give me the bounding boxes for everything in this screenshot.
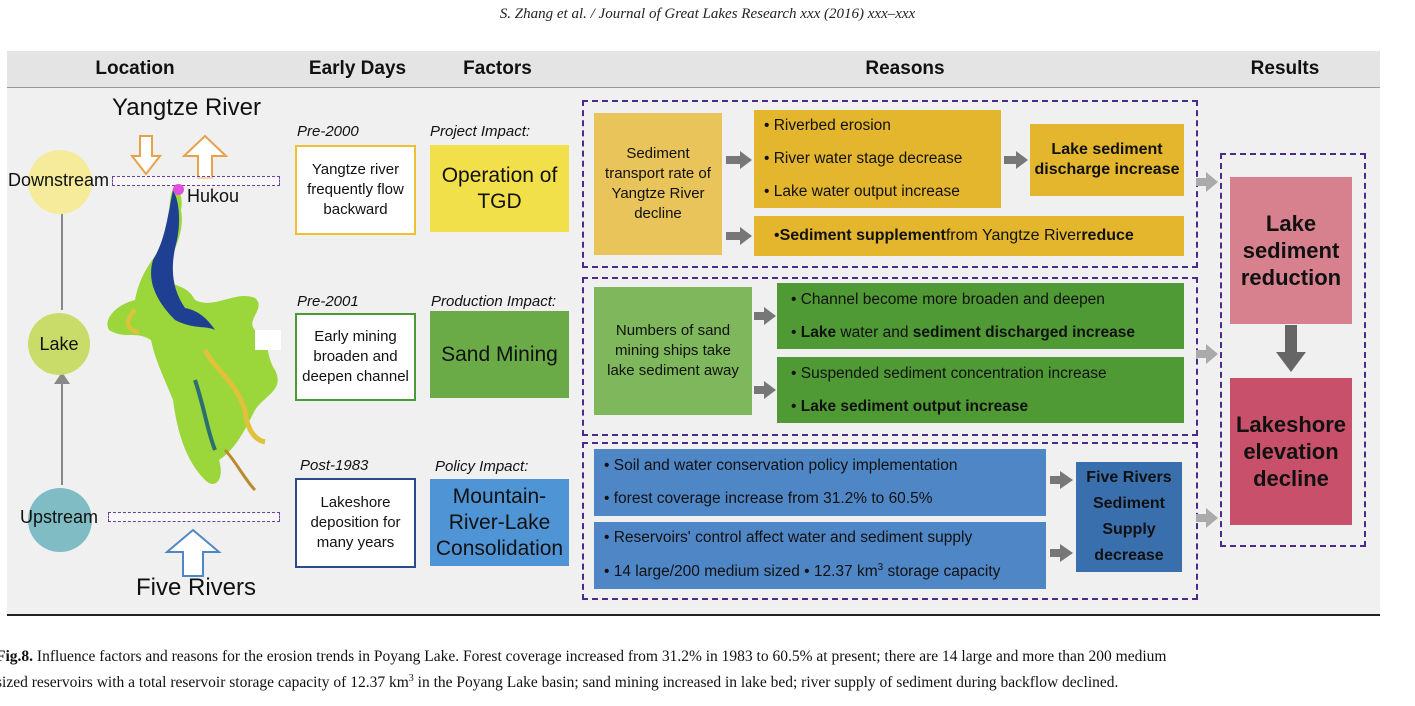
lake-label: Lake: [39, 333, 79, 354]
header-bar: [7, 51, 1380, 88]
result-top-text: Lake sediment reduction: [1240, 211, 1342, 290]
r3-top-item-1: • Soil and water conservation policy imp…: [604, 456, 958, 474]
r2-bottom-box: • Suspended sediment concentration incre…: [777, 357, 1184, 423]
r2-bottom-item-1: • Suspended sediment concentration incre…: [791, 364, 1107, 382]
arrow-up-icon: [54, 372, 70, 384]
early-box-row2: Early mining broaden and deepen channel: [295, 313, 416, 401]
result-bottom-text: Lakeshore elevation decline: [1235, 412, 1347, 491]
r1-source-text: Sediment transport rate of Yangtze River…: [605, 145, 711, 222]
r3-outcome-text: Five Rivers Sediment Supply decrease: [1086, 469, 1172, 564]
impact-row2: Production Impact:: [431, 293, 557, 310]
impact-row3: Policy Impact:: [435, 458, 529, 475]
r2-top-item-2: • Lake water and sediment discharged inc…: [791, 324, 1184, 342]
result-bottom-box: Lakeshore elevation decline: [1230, 378, 1352, 525]
downstream-label: Downstream: [8, 170, 110, 190]
five-rivers-label: Five Rivers: [136, 574, 257, 601]
early-box-row1: Yangtze river frequently flow backward: [295, 145, 416, 235]
yangtze-flow-arrows: [130, 134, 229, 179]
r2-top2-mid: water and: [836, 323, 913, 341]
r1-outcome-text: Lake sediment discharge increase: [1034, 141, 1180, 178]
r1-supply-mid: from Yangtze River: [945, 227, 1082, 244]
factor-text-row1: Operation of TGD: [441, 163, 558, 213]
factor-text-row3: Mountain-River-Lake Consolidation: [435, 484, 564, 560]
hukou-marker: [173, 184, 184, 195]
flow-line-upper: [61, 210, 63, 310]
era-row1: Pre-2000: [297, 123, 359, 140]
caption-line-1: Fig.8. Influence factors and reasons for…: [0, 646, 1412, 668]
era-row2: Pre-2001: [297, 293, 359, 310]
r1-supply-end: reduce: [1081, 227, 1134, 244]
early-text-row3: Lakeshore deposition for many years: [310, 494, 401, 551]
factor-text-row2: Sand Mining: [441, 342, 558, 366]
results-group: [1220, 153, 1366, 547]
r2-source-text: Numbers of sand mining ships take lake s…: [607, 322, 739, 379]
caption-line2a: sized reservoirs with a total reservoir …: [0, 674, 409, 692]
running-head: S. Zhang et al. / Journal of Great Lakes…: [499, 6, 916, 22]
r1-list-box: • Riverbed erosion • River water stage d…: [754, 110, 1001, 208]
result-top-box: Lake sediment reduction: [1230, 177, 1352, 324]
five-rivers-arrow: [164, 528, 222, 577]
figure-caption: Fig.8. Influence factors and reasons for…: [0, 646, 1412, 694]
r2-bottom-item-2: • Lake sediment output increase: [791, 398, 1184, 416]
r3-bottom-box: • Reservoirs' control affect water and s…: [594, 522, 1046, 589]
r3-bottom-item-1: • Reservoirs' control affect water and s…: [604, 529, 973, 547]
downstream-circle: [28, 150, 92, 214]
upstream-label: Upstream: [20, 507, 99, 527]
caption-line2b: in the Poyang Lake basin; sand mining in…: [413, 674, 1119, 692]
header-reasons: Reasons: [865, 58, 945, 79]
r1-supply-bullet: •: [774, 227, 780, 244]
r1-supply-bold: Sediment supplement: [779, 227, 946, 244]
upstream-circle: [28, 488, 92, 552]
lake-circle: Lake: [28, 313, 90, 375]
factor-row1: Operation of TGD: [430, 145, 569, 232]
factor-row3: Mountain-River-Lake Consolidation: [430, 479, 569, 566]
era-row3: Post-1983: [300, 457, 369, 474]
header-location: Location: [95, 58, 175, 79]
downstream-dashed-boundary: [112, 176, 280, 186]
r1-outcome-box: Lake sediment discharge increase: [1030, 124, 1184, 196]
r2-top2-bold2: sediment discharged increase: [912, 323, 1136, 341]
poyang-lake-map: [107, 188, 281, 492]
caption-line-2: sized reservoirs with a total reservoir …: [0, 668, 1412, 694]
r1-item-1: • Riverbed erosion: [764, 117, 891, 135]
factor-row2: Sand Mining: [430, 311, 569, 398]
upstream-dashed-boundary: [108, 512, 280, 522]
r3-bot2-text: • 14 large/200 medium sized • 12.37 km: [604, 563, 878, 581]
r3-outcome-box: Five Rivers Sediment Supply decrease: [1076, 462, 1182, 572]
r2-top2-bold1: Lake: [800, 323, 837, 341]
header-early-days: Early Days: [308, 58, 407, 79]
header-factors: Factors: [463, 58, 532, 79]
impact-row1: Project Impact:: [430, 123, 531, 140]
hukou-label: Hukou: [187, 186, 240, 206]
r2-top2-bullet: •: [791, 323, 801, 341]
caption-sup: 3: [408, 673, 414, 684]
caption-line1-text: Influence factors and reasons for the er…: [33, 648, 1167, 665]
r3-top-item-2: • forest coverage increase from 31.2% to…: [604, 490, 933, 508]
early-text-row1: Yangtze river frequently flow backward: [307, 161, 404, 218]
r3-bottom-item-2: • 14 large/200 medium sized • 12.37 km3 …: [604, 562, 1046, 581]
caption-label: Fig.8.: [0, 648, 34, 665]
r2-top-item-1: • Channel become more broaden and deepen: [791, 290, 1105, 308]
r3-bot2-sup: 3: [877, 562, 884, 574]
early-box-row3: Lakeshore deposition for many years: [295, 478, 416, 568]
flow-line-lower: [61, 380, 63, 485]
r2-top-box: • Channel become more broaden and deepen…: [777, 283, 1184, 349]
r3-bot2-end: storage capacity: [883, 563, 1001, 581]
r1-item-3: • Lake water output increase: [764, 182, 960, 200]
r1-item-2: • River water stage decrease: [764, 149, 963, 167]
r3-top-box: • Soil and water conservation policy imp…: [594, 449, 1046, 516]
r2-bot2-bold: Lake sediment output increase: [800, 397, 1029, 415]
header-results: Results: [1250, 58, 1320, 79]
r2-bot2-bullet: •: [791, 397, 801, 415]
r1-supply-box: • Sediment supplement from Yangtze River…: [754, 216, 1184, 256]
early-text-row2: Early mining broaden and deepen channel: [302, 328, 409, 385]
r2-source-box: Numbers of sand mining ships take lake s…: [594, 287, 752, 415]
r1-source-box: Sediment transport rate of Yangtze River…: [594, 113, 722, 255]
yangtze-river-label: Yangtze River: [112, 94, 261, 121]
